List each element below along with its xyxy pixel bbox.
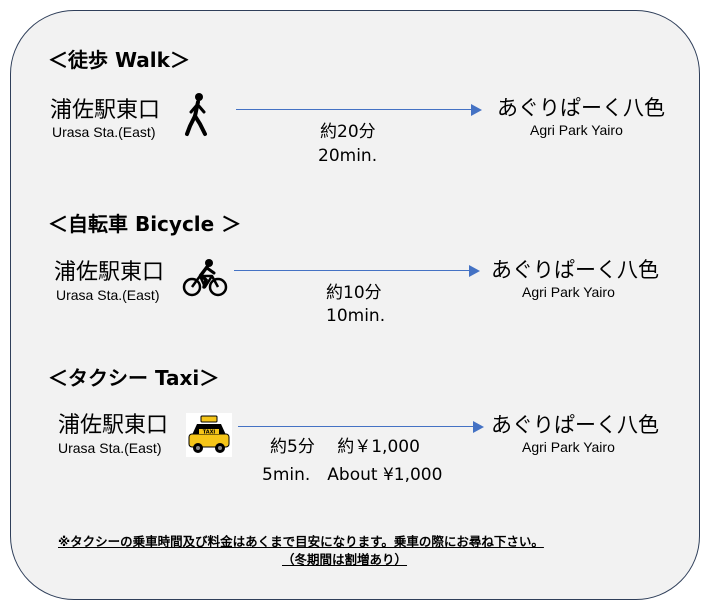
taxi-destination-en: Agri Park Yairo — [522, 439, 615, 455]
taxi-time-jp: 約5分 約￥1,000 — [270, 437, 420, 457]
bicycle-heading: ＜自転車 Bicycle ＞ — [48, 212, 242, 236]
walk-time-en: 20min. — [318, 146, 378, 166]
taxi-heading: ＜タクシー Taxi＞ — [48, 366, 220, 390]
walking-person-icon — [185, 93, 207, 136]
taxi-fare-note: ※タクシーの乗車時間及び料金はあくまで目安になります。乗車の際にお尋ね下さい。 — [58, 534, 544, 549]
walk-origin-en: Urasa Sta.(East) — [52, 124, 156, 140]
bicycle-destination-jp: あぐりぱーく八色 — [491, 258, 659, 282]
bicycle-time-en: 10min. — [326, 306, 386, 326]
route-panel — [10, 10, 700, 600]
bicycle-route-arrow — [234, 265, 480, 277]
walk-destination-jp: あぐりぱーく八色 — [497, 96, 665, 120]
taxi-icon: TAXI — [186, 413, 232, 457]
cyclist-icon — [182, 259, 228, 297]
taxi-route-arrow — [238, 421, 484, 433]
bicycle-origin-en: Urasa Sta.(East) — [56, 287, 160, 303]
taxi-time-en: 5min. About ¥1,000 — [262, 465, 443, 485]
bicycle-origin-jp: 浦佐駅東口 — [54, 260, 165, 285]
walk-origin-jp: 浦佐駅東口 — [50, 98, 161, 123]
walk-destination-en: Agri Park Yairo — [530, 122, 623, 138]
taxi-roof-label: TAXI — [203, 430, 216, 436]
winter-surcharge-note: （冬期間は割増あり） — [282, 552, 408, 567]
taxi-destination-jp: あぐりぱーく八色 — [491, 413, 659, 437]
taxi-origin-jp: 浦佐駅東口 — [58, 413, 169, 438]
walk-route-arrow — [236, 104, 482, 116]
walk-time-jp: 約20分 — [320, 122, 376, 142]
bicycle-destination-en: Agri Park Yairo — [522, 284, 615, 300]
bicycle-time-jp: 約10分 — [326, 283, 382, 303]
taxi-origin-en: Urasa Sta.(East) — [58, 440, 162, 456]
walk-heading: ＜徒歩 Walk＞ — [48, 48, 190, 72]
